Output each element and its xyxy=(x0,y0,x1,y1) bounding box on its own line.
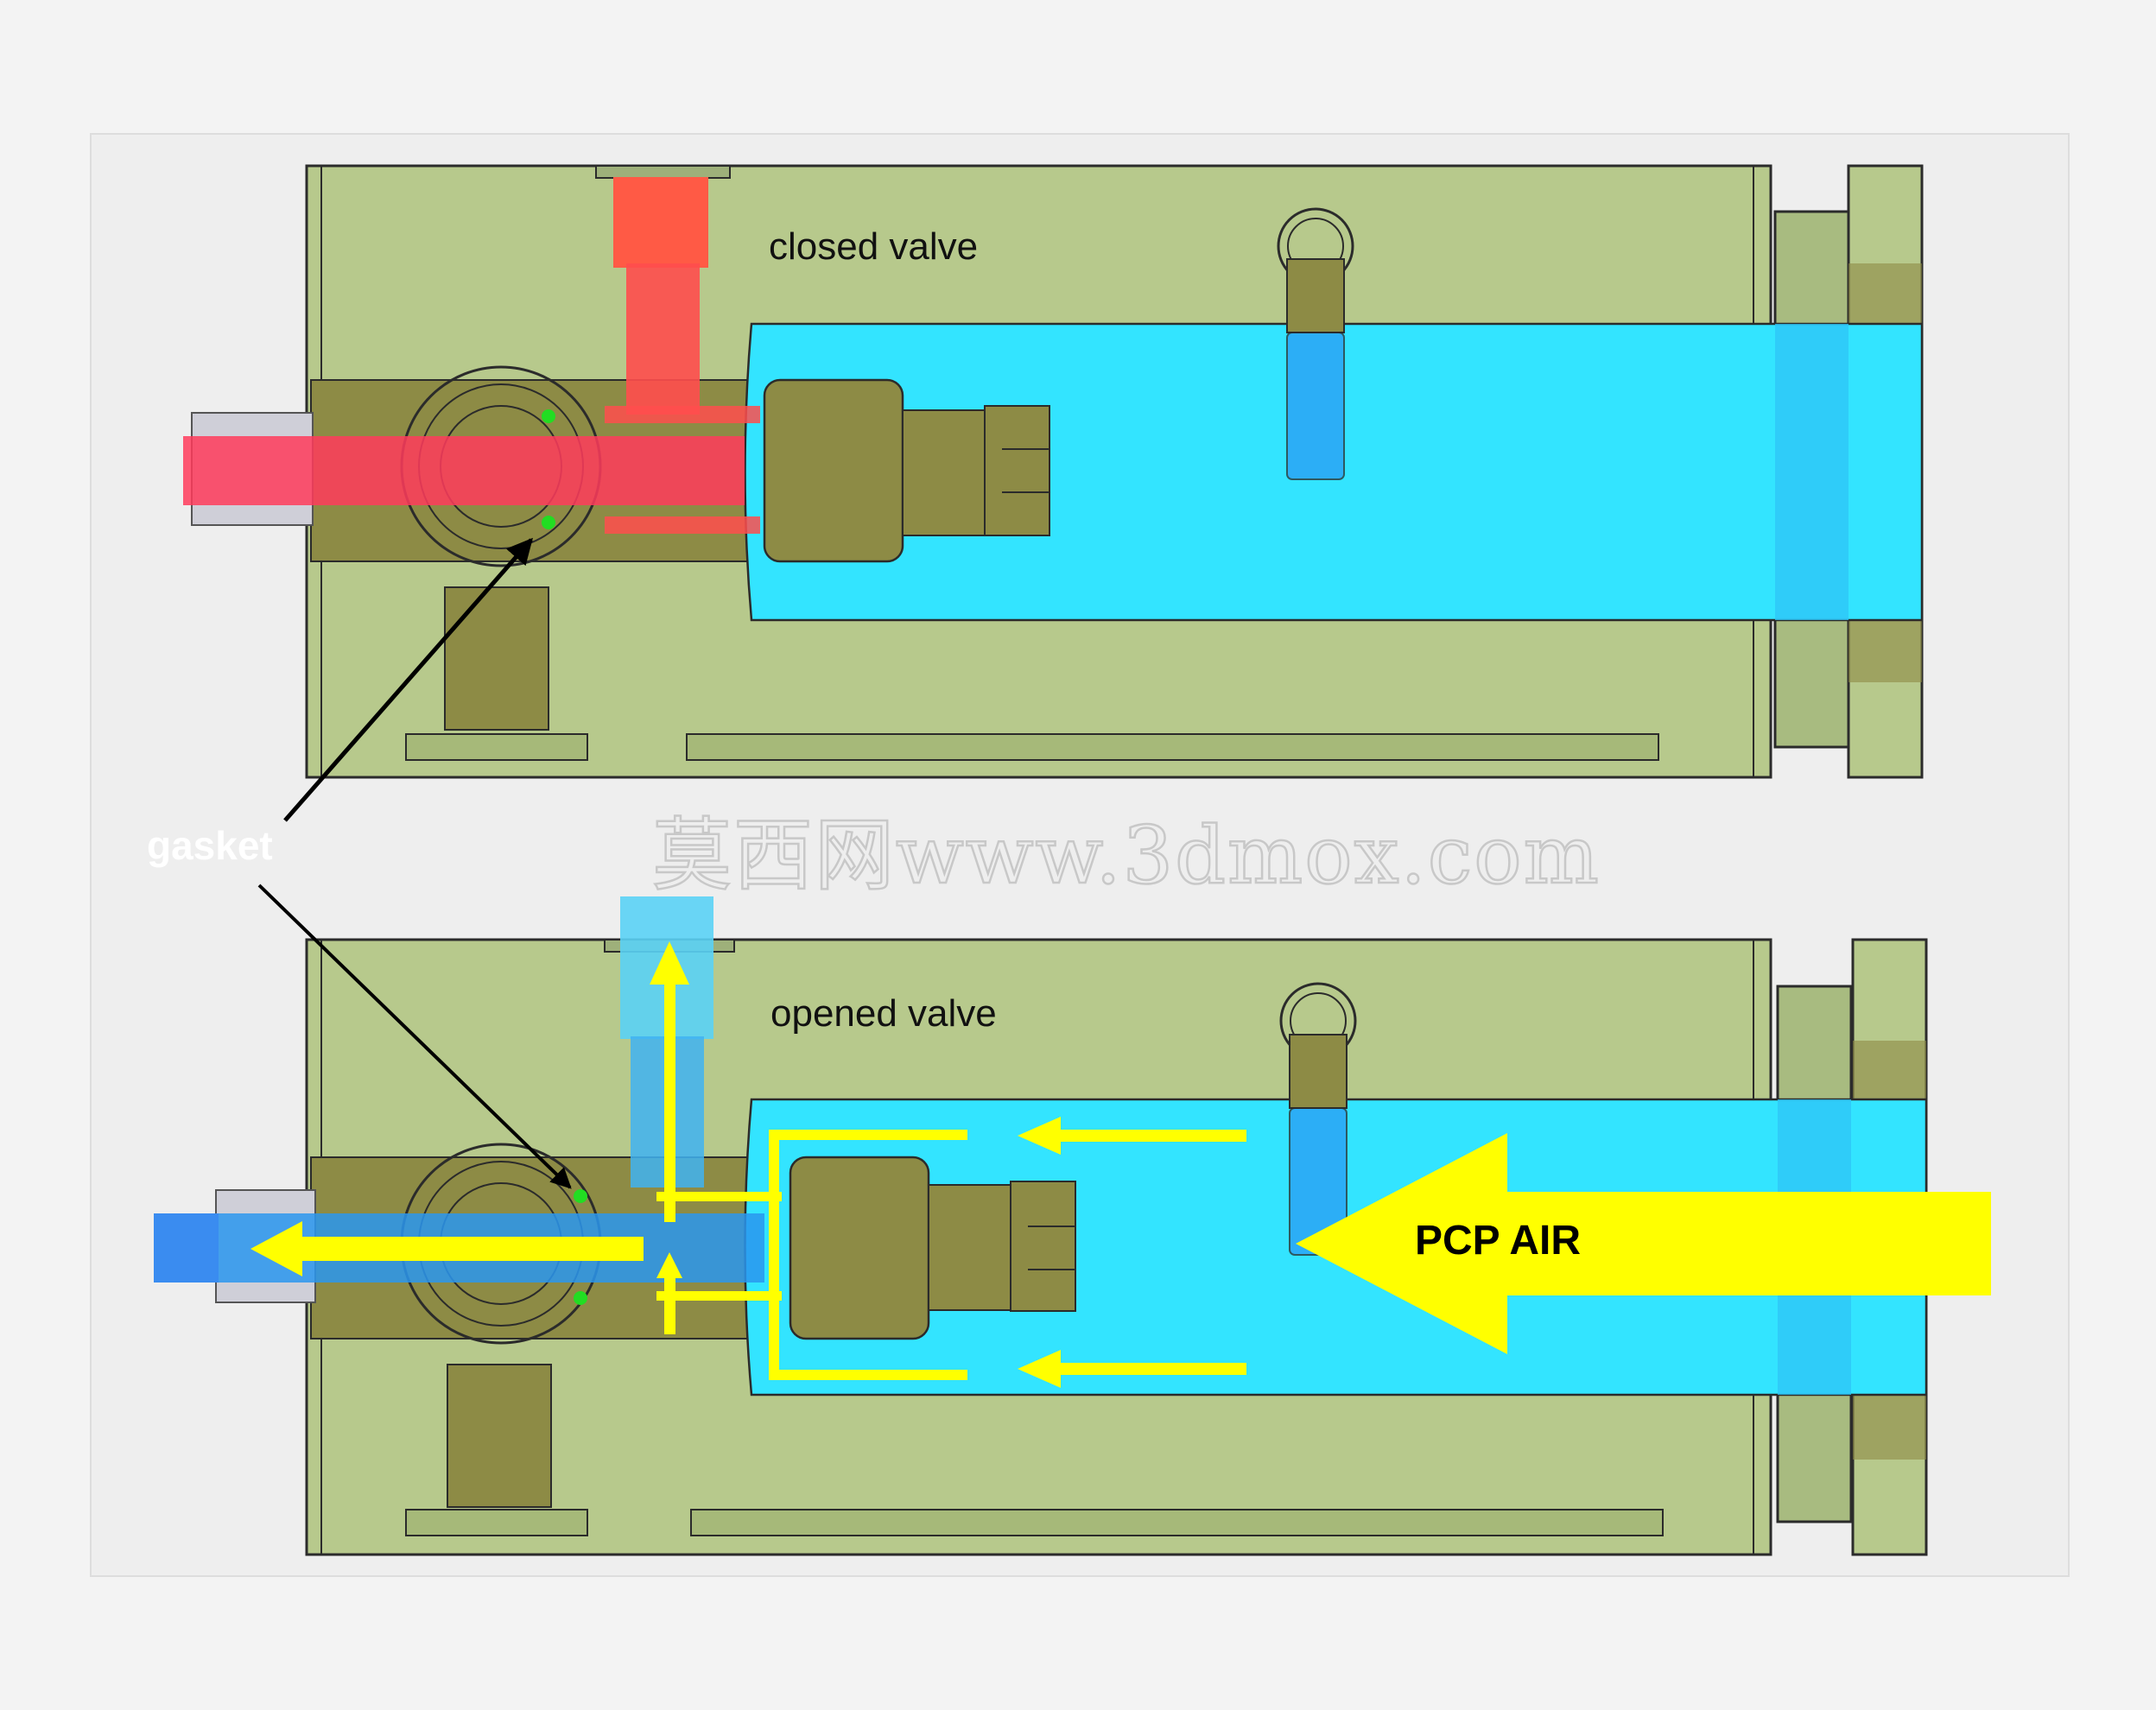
lower-port xyxy=(444,586,549,731)
piston-head xyxy=(789,1156,930,1340)
closed-bore-channel xyxy=(183,436,745,505)
arrow-left-icon xyxy=(1052,1130,1246,1142)
bottom-rail xyxy=(686,733,1659,761)
watermark: 莫西网www.3dmox.com xyxy=(652,809,1601,902)
gasket-label: gasket xyxy=(147,823,273,868)
gasket-dot xyxy=(542,409,555,423)
arrow-up-icon xyxy=(664,980,675,1222)
piston-head xyxy=(763,378,904,563)
bottom-rail xyxy=(690,1509,1664,1536)
closed-outlet-port xyxy=(613,177,708,268)
pointer-arrow-icon xyxy=(257,884,572,1189)
flow-arrows xyxy=(250,941,1991,1388)
closed-valve-label: closed valve xyxy=(769,225,978,268)
gasket-dot xyxy=(574,1189,587,1203)
opened-valve-label: opened valve xyxy=(770,992,997,1035)
gasket-callout: gasket xyxy=(147,537,572,1189)
gasket-dot xyxy=(542,516,555,529)
lower-port xyxy=(447,1364,552,1508)
side-channel xyxy=(1286,332,1345,480)
pcp-air-label: PCP AIR xyxy=(1415,1218,1581,1264)
top-notch xyxy=(595,165,731,179)
opened-valve-assembly: opened valve PCP AIR xyxy=(154,896,1991,1556)
exhaust-tip xyxy=(154,1213,219,1282)
pointer-arrow-icon xyxy=(283,537,533,822)
arrow-left-icon xyxy=(289,1237,644,1261)
closed-valve-assembly: closed valve xyxy=(183,164,1924,779)
arrow-left-icon xyxy=(1052,1363,1246,1375)
gasket-dot xyxy=(574,1291,587,1305)
pcp-air-arrow-icon xyxy=(1296,1133,1991,1354)
